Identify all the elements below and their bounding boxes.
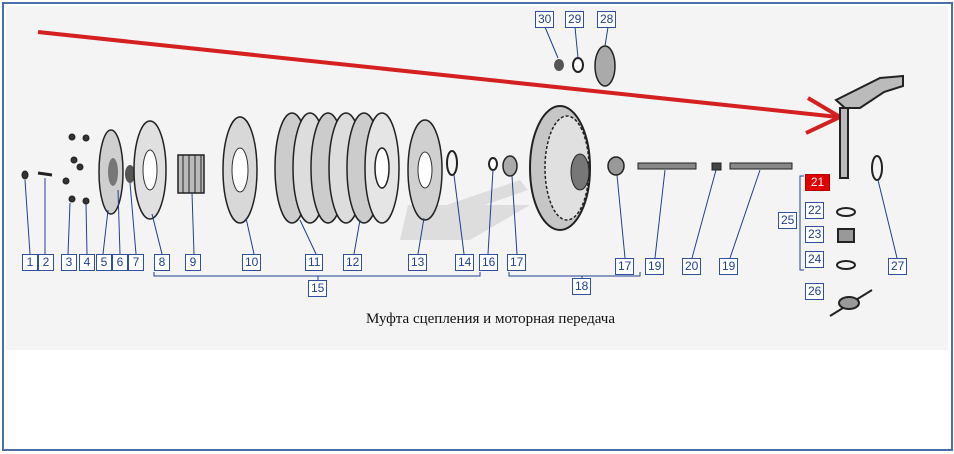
part-label-7[interactable]: 7 bbox=[128, 254, 144, 271]
part-label-3[interactable]: 3 bbox=[61, 254, 77, 271]
part-27-ring bbox=[871, 155, 883, 181]
part-label-17-left[interactable]: 17 bbox=[507, 254, 527, 271]
part-label-26[interactable]: 26 bbox=[805, 283, 825, 300]
part-label-22[interactable]: 22 bbox=[805, 202, 825, 219]
clutch-housing-gear bbox=[529, 105, 591, 231]
leader-lines bbox=[24, 26, 898, 280]
part-21-clutch-lever bbox=[834, 74, 904, 179]
part-label-28[interactable]: 28 bbox=[597, 11, 617, 28]
part-label-29[interactable]: 29 bbox=[565, 11, 585, 28]
part-14-ring bbox=[446, 150, 458, 176]
part-label-20[interactable]: 20 bbox=[682, 258, 702, 275]
part-7-bushing bbox=[125, 165, 135, 183]
part-label-4[interactable]: 4 bbox=[79, 254, 95, 271]
part-label-19-right[interactable]: 19 bbox=[719, 258, 739, 275]
part-label-6[interactable]: 6 bbox=[112, 254, 128, 271]
part-label-15[interactable]: 15 bbox=[308, 280, 328, 297]
part-label-30[interactable]: 30 bbox=[535, 11, 555, 28]
part-8-spring-plate bbox=[133, 120, 167, 220]
part-label-10[interactable]: 10 bbox=[242, 254, 262, 271]
part-label-23[interactable]: 23 bbox=[805, 226, 825, 243]
diagram-caption: Муфта сцепления и моторная передача bbox=[366, 311, 615, 327]
part-26-return-spring bbox=[829, 289, 873, 317]
part-13-clutch-plate bbox=[407, 119, 443, 221]
small-screws bbox=[21, 133, 90, 205]
part-label-25[interactable]: 25 bbox=[778, 212, 798, 229]
part-16-17-washers bbox=[488, 155, 518, 177]
pointer-arrow bbox=[37, 30, 842, 135]
part-label-14[interactable]: 14 bbox=[455, 254, 475, 271]
part-label-12[interactable]: 12 bbox=[343, 254, 363, 271]
part-5-plate bbox=[98, 129, 124, 215]
part-label-11[interactable]: 11 bbox=[305, 254, 324, 271]
part-label-24[interactable]: 24 bbox=[805, 251, 825, 268]
part-label-13[interactable]: 13 bbox=[408, 254, 428, 271]
part-label-8[interactable]: 8 bbox=[154, 254, 170, 271]
part-9-needle-bearing bbox=[177, 154, 205, 194]
part-label-16[interactable]: 16 bbox=[479, 254, 499, 271]
parts-22-24-spring-parts bbox=[836, 207, 856, 270]
part-10-pressure-disc bbox=[222, 116, 258, 224]
push-rods bbox=[637, 162, 793, 171]
part-label-17-right[interactable]: 17 bbox=[615, 258, 635, 275]
part-label-27[interactable]: 27 bbox=[888, 258, 908, 275]
part-label-2[interactable]: 2 bbox=[38, 254, 54, 271]
part-label-1[interactable]: 1 bbox=[22, 254, 38, 271]
part-17-nut bbox=[607, 156, 625, 176]
parts-28-30-gear-nut bbox=[554, 45, 616, 87]
part-label-18[interactable]: 18 bbox=[572, 278, 592, 295]
part-label-5[interactable]: 5 bbox=[96, 254, 112, 271]
part-label-19-left[interactable]: 19 bbox=[645, 258, 665, 275]
clutch-disc-pack bbox=[274, 112, 400, 224]
part-label-21-selected[interactable]: 21 bbox=[805, 174, 830, 191]
part-label-9[interactable]: 9 bbox=[185, 254, 201, 271]
